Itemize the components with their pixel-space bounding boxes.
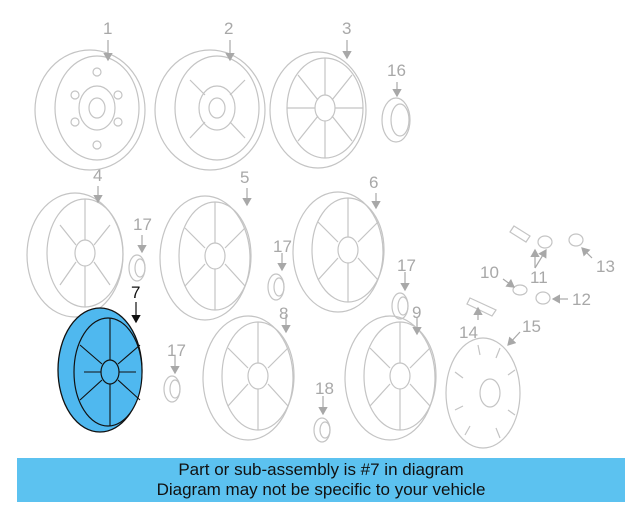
banner-line-2: Diagram may not be specific to your vehi… [17, 480, 625, 500]
wheel-7-alloy-highlighted[interactable] [58, 308, 142, 432]
callout-17-d: 17 [167, 341, 186, 360]
callout-6: 6 [369, 173, 378, 192]
wheel-4-alloy[interactable] [27, 193, 123, 317]
info-banner: Part or sub-assembly is #7 in diagram Di… [17, 458, 625, 502]
callout-12: 12 [572, 290, 591, 309]
center-cap-17-c[interactable] [392, 293, 408, 319]
parts-diagram: 1 2 3 16 4 17 [0, 0, 640, 455]
callout-17-c: 17 [397, 256, 416, 275]
callout-17-b: 17 [273, 237, 292, 256]
center-cap-17-d[interactable] [164, 376, 180, 402]
callout-11: 11 [530, 268, 548, 287]
callout-5: 5 [240, 168, 249, 187]
callout-13: 13 [596, 257, 615, 276]
callout-15: 15 [522, 317, 541, 336]
wheel-9-alloy[interactable] [345, 316, 436, 440]
center-cap-17-a[interactable] [129, 255, 145, 281]
callout-18: 18 [315, 379, 334, 398]
callout-17-a: 17 [133, 215, 152, 234]
wheel-3-alloy[interactable] [270, 52, 366, 168]
callout-8: 8 [279, 304, 288, 323]
wheel-1-steel[interactable] [35, 50, 145, 170]
center-cap-18[interactable] [314, 418, 330, 442]
callout-9: 9 [412, 303, 421, 322]
callout-10: 10 [480, 263, 499, 282]
center-cap-16[interactable] [382, 98, 410, 142]
banner-line-1: Part or sub-assembly is #7 in diagram [17, 460, 625, 480]
wheel-8-alloy[interactable] [203, 316, 294, 440]
wheel-6-alloy[interactable] [293, 192, 384, 312]
wheel-5-alloy[interactable] [160, 196, 251, 320]
wheel-2-steel[interactable] [155, 50, 265, 170]
center-cap-17-b[interactable] [268, 274, 284, 300]
callout-1: 1 [103, 19, 112, 38]
callout-4: 4 [93, 166, 102, 185]
callout-7: 7 [131, 283, 140, 302]
callout-16: 16 [387, 61, 406, 80]
callout-2: 2 [224, 19, 233, 38]
wheel-cover-15[interactable] [446, 338, 520, 448]
callout-3: 3 [342, 19, 351, 38]
